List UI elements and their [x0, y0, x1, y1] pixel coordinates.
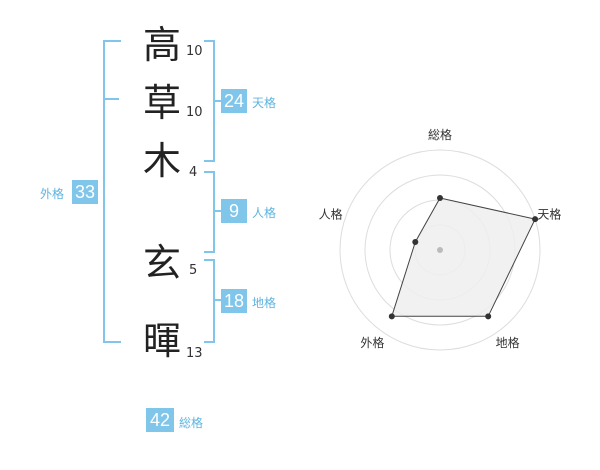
- jinkaku-label: 人格: [252, 206, 277, 220]
- stroke-count-1: 10: [186, 44, 203, 59]
- name-char-1: 高: [142, 23, 181, 67]
- radar-data-area: [391, 197, 536, 317]
- stroke-count-2: 10: [186, 105, 203, 120]
- stroke-count-4: 5: [189, 263, 198, 278]
- radar-point-4: [388, 313, 395, 320]
- gaikaku-inner-tick: [105, 98, 119, 100]
- chikaku-label: 地格: [252, 296, 277, 310]
- jinkaku-value: 9: [221, 199, 247, 223]
- tenkaku-label: 天格: [252, 96, 277, 110]
- radar-center-dot: [437, 247, 443, 253]
- radar-point-5: [412, 238, 419, 245]
- radar-axis-label-5: 人格: [319, 207, 343, 222]
- chikaku-bracket: [204, 259, 215, 343]
- name-char-3: 木: [142, 139, 181, 183]
- name-char-5: 暉: [142, 319, 181, 363]
- name-char-2: 草: [142, 81, 181, 125]
- soukaku-label: 総格: [179, 416, 204, 430]
- chikaku-connector: [213, 299, 221, 301]
- jinkaku-connector: [213, 210, 221, 212]
- radar-point-2: [532, 216, 539, 223]
- radar-point-3: [485, 313, 492, 320]
- radar-points: [388, 195, 539, 320]
- name-char-4: 玄: [142, 241, 181, 285]
- gaikaku-label: 外格: [40, 187, 65, 201]
- jinkaku-bracket: [204, 171, 215, 253]
- radar-axis-label-3: 地格: [496, 335, 520, 350]
- radar-ring-4: [339, 149, 541, 351]
- gaikaku-bracket: [103, 40, 121, 343]
- tenkaku-connector: [213, 100, 221, 102]
- tenkaku-value: 24: [221, 89, 247, 113]
- soukaku-value: 42: [146, 408, 174, 432]
- gaikaku-value: 33: [72, 180, 98, 204]
- radar-axis-label-4: 外格: [360, 335, 384, 350]
- radar-point-1: [437, 195, 443, 201]
- radar-axis-label-1: 総格: [428, 127, 452, 142]
- stroke-count-5: 13: [186, 346, 203, 361]
- radar-axis-label-2: 天格: [537, 207, 561, 222]
- chikaku-value: 18: [221, 289, 247, 313]
- stroke-count-3: 4: [189, 165, 198, 180]
